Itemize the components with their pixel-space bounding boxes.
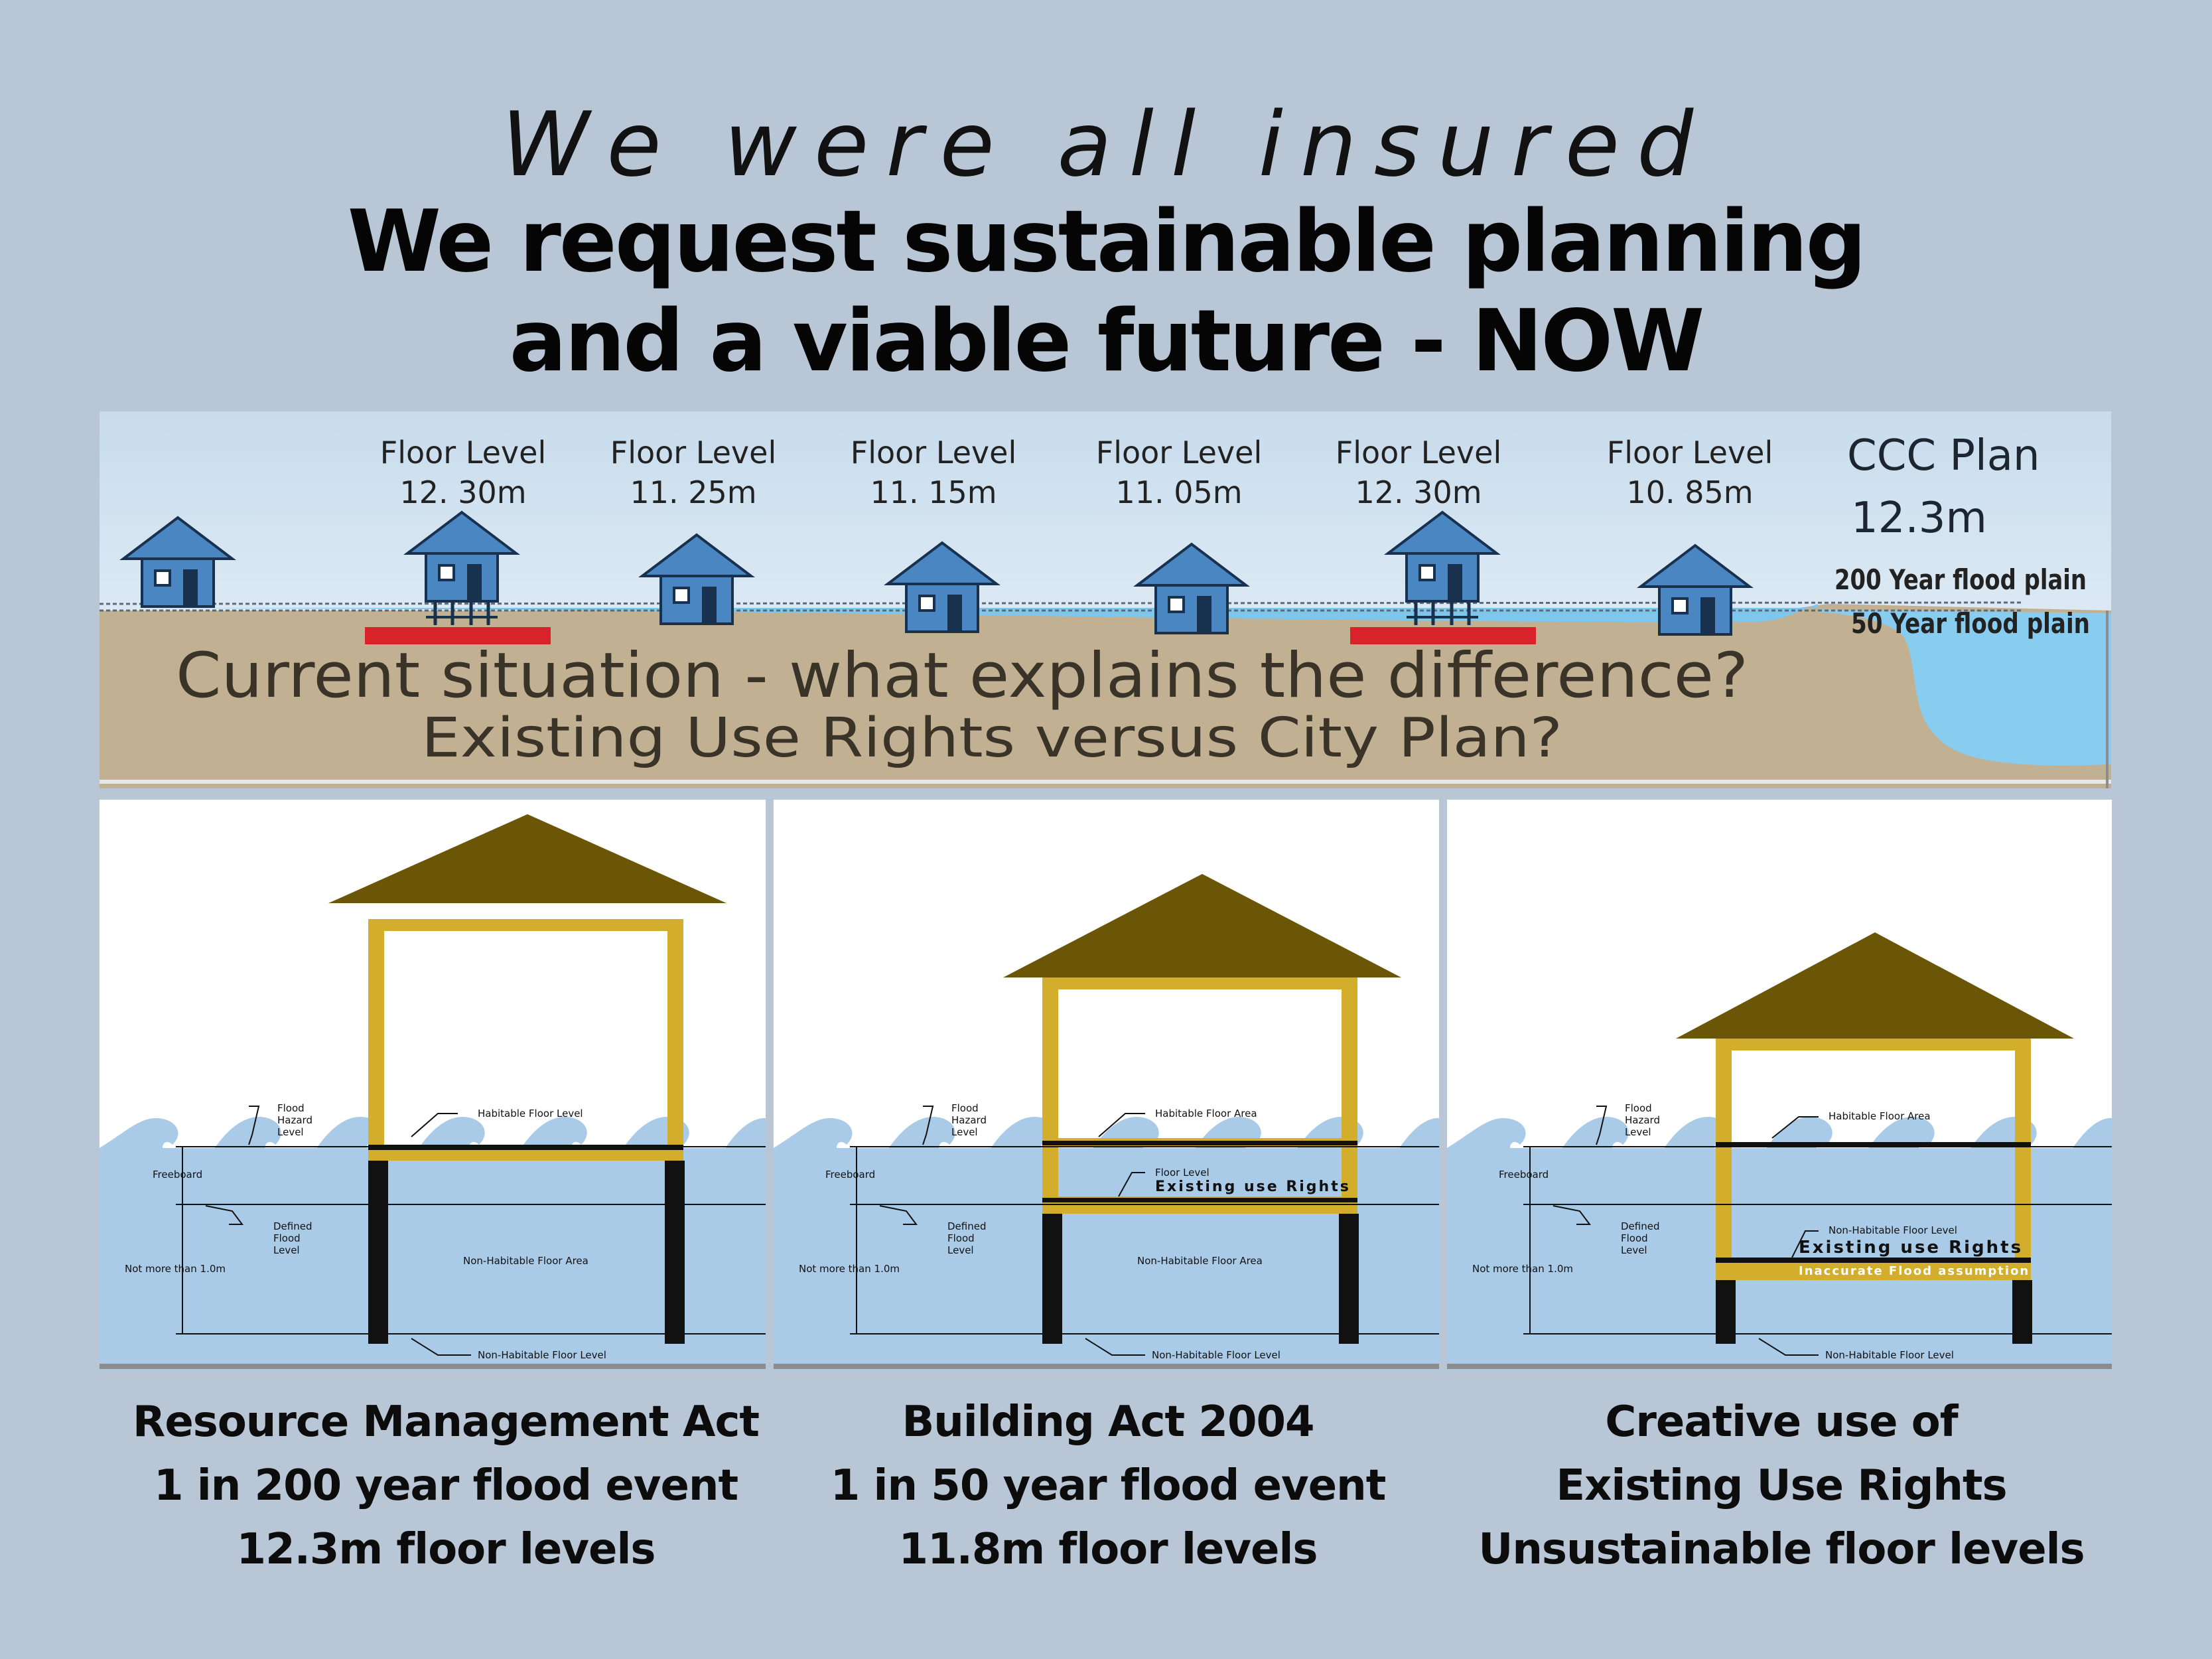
question-line-2: Existing Use Rights versus City Plan? [421,707,1562,770]
red-marker-1 [365,627,551,644]
headline-line-1: We request sustainable planning [347,192,1867,291]
defined-flood-label-3: Level [273,1244,300,1256]
headline-line-2: and a viable future - NOW [509,292,1705,391]
caption-eur-line-1: Creative use of [1605,1398,1958,1447]
rma-diagram-panel: Flood Hazard Level Freeboard Defined Flo… [100,800,766,1370]
floor-level-value-2: 12. 30m [399,474,526,510]
river [1818,609,2111,766]
not-more-than-label: Not more than 1.0m [125,1263,226,1275]
existing-use-rights-label: Existing use Rights [1155,1179,1351,1195]
habitable-area-label: Habitable Floor Area [1155,1108,1257,1119]
not-more-than-label: Not more than 1.0m [1472,1263,1573,1275]
flood-hazard-label-2: Hazard [1625,1114,1660,1126]
caption-eur-line-2: Existing Use Rights [1556,1461,2007,1510]
caption-rma-line-3: 12.3m floor levels [236,1525,656,1574]
floor-level-value-7: 10. 85m [1626,474,1753,510]
floor-level-value-3: 11. 25m [630,474,756,510]
defined-flood-label-2: Flood [1621,1232,1648,1244]
defined-flood-label-3: Level [1621,1244,1647,1256]
flood-plain-200-line [100,601,2024,605]
floor-level-label-7: Floor Level [1607,435,1773,470]
caption-building-act: Building Act 2004 1 in 50 year flood eve… [763,1390,1453,1581]
flood-plain-50-label: 50 Year flood plain [1851,607,2090,640]
habitable-area-label: Habitable Floor Area [1829,1110,1931,1122]
defined-flood-label-1: Defined [1621,1220,1659,1232]
flood-hazard-label-3: Level [951,1126,978,1138]
flood-hazard-label-3: Level [1625,1126,1651,1138]
caption-rma: Resource Management Act 1 in 200 year fl… [101,1390,791,1581]
plan-label: CCC Plan [1847,431,2040,480]
floor-level-label-6: Floor Level [1336,435,1501,470]
flood-hazard-label-1: Flood [1625,1102,1652,1114]
existing-use-rights-diagram-panel: Flood Hazard Level Freeboard Defined Flo… [1447,800,2112,1370]
defined-flood-label-1: Defined [947,1220,986,1232]
non-habitable-area-label: Non-Habitable Floor Area [463,1255,588,1267]
defined-flood-label-3: Level [947,1244,974,1256]
non-habitable-level-label: Non-Habitable Floor Level [1825,1349,1954,1361]
non-habitable-level-label: Non-Habitable Floor Level [478,1349,606,1361]
roof [1003,874,1401,977]
roof [328,814,726,903]
freeboard-label: Freeboard [153,1169,202,1181]
floor-level-value-5: 11. 05m [1115,474,1242,510]
caption-ba-line-2: 1 in 50 year flood event [830,1461,1387,1510]
flood-hazard-label-2: Hazard [951,1114,987,1126]
roof [1676,932,2074,1039]
defined-flood-label-1: Defined [273,1220,312,1232]
flood-hazard-label-2: Hazard [277,1114,312,1126]
flood-hazard-label-3: Level [277,1126,304,1138]
existing-use-rights-label: Existing use Rights [1799,1238,2023,1258]
caption-eur-line-3: Unsustainable floor levels [1478,1525,2085,1574]
caption-ba-line-3: 11.8m floor levels [898,1525,1318,1574]
caption-existing-use-rights: Creative use of Existing Use Rights Unsu… [1436,1390,2126,1581]
nh-floor-level-label: Non-Habitable Floor Level [1829,1224,1957,1236]
habitable-floor-label: Habitable Floor Level [478,1108,583,1119]
floor-level-value-4: 11. 15m [870,474,997,510]
flood-hazard-label-1: Flood [277,1102,305,1114]
building-act-diagram-panel: Flood Hazard Level Freeboard Defined Flo… [774,800,1439,1370]
floor-level-value-6: 12. 30m [1355,474,1482,510]
non-habitable-level-label: Non-Habitable Floor Level [1152,1349,1280,1361]
floor-level-label-4: Floor Level [851,435,1016,470]
question-line-1: Current situation - what explains the di… [176,640,1748,712]
plan-value: 12.3m [1851,494,1987,543]
freeboard-label: Freeboard [1499,1169,1549,1181]
flood-plain-200-label: 200 Year flood plain [1834,563,2087,596]
freeboard-label: Freeboard [825,1169,875,1181]
tagline: We were all insured [501,93,1711,196]
floor-level-label-3: Floor Level [610,435,776,470]
current-situation-panel: Floor Level 12. 30m Floor Level 11. 25m … [100,411,2111,788]
inaccurate-flood-label: Inaccurate Flood assumption [1799,1264,2030,1278]
red-marker-2 [1350,627,1536,644]
not-more-than-label: Not more than 1.0m [799,1263,900,1275]
floor-level-label-2: Floor Level [380,435,546,470]
defined-flood-label-2: Flood [947,1232,975,1244]
caption-ba-line-1: Building Act 2004 [902,1398,1314,1447]
ground [100,604,2111,788]
defined-flood-label-2: Flood [273,1232,301,1244]
floor-level-label-5: Floor Level [1096,435,1262,470]
flood-hazard-label-1: Flood [951,1102,979,1114]
caption-rma-line-1: Resource Management Act [133,1398,760,1447]
caption-rma-line-2: 1 in 200 year flood event [153,1461,738,1510]
non-habitable-area-label: Non-Habitable Floor Area [1137,1255,1263,1267]
floor-level-label: Floor Level [1155,1167,1210,1179]
